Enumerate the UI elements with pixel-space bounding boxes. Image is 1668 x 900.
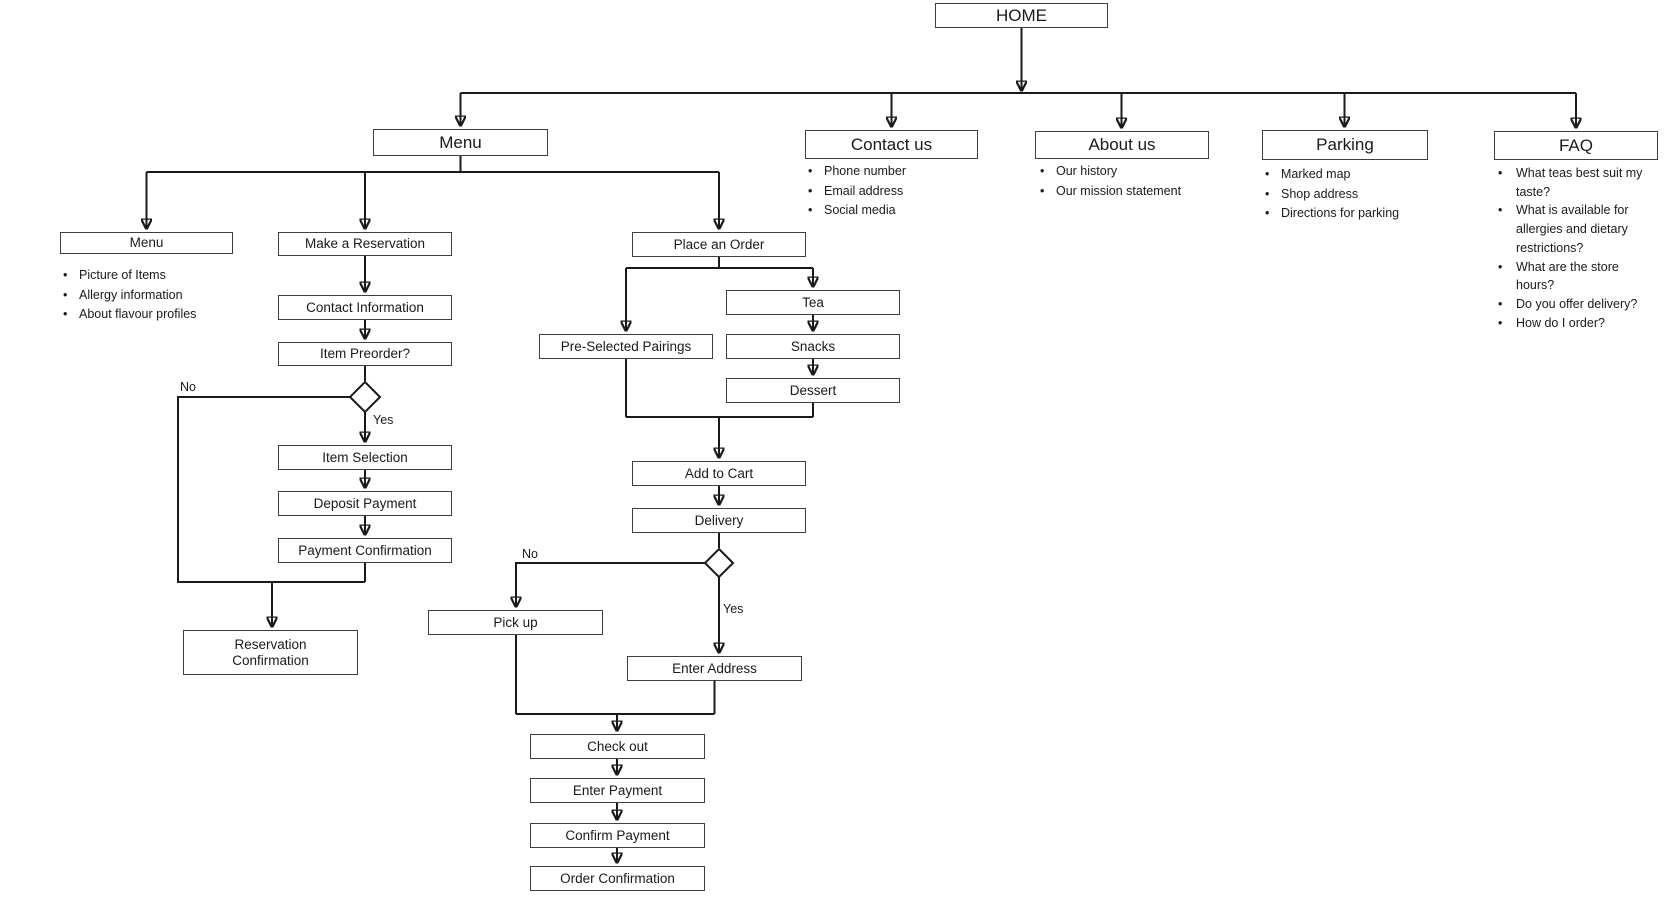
node-pick-up[interactable]: Pick up — [428, 610, 603, 635]
node-place-an-order[interactable]: Place an Order — [632, 232, 806, 257]
bullet-item: Social media — [805, 201, 995, 221]
bullet-item: What is available for allergies and diet… — [1494, 201, 1658, 257]
bullet-item: Picture of Items — [60, 266, 260, 286]
bullet-item: Our mission statement — [1037, 182, 1237, 202]
node-add-to-cart[interactable]: Add to Cart — [632, 461, 806, 486]
bullet-item: What are the store hours? — [1494, 258, 1658, 295]
node-menu[interactable]: Menu — [373, 129, 548, 156]
faq-bullet-list: What teas best suit my taste? What is av… — [1494, 164, 1664, 332]
about-us-bullet-list: Our history Our mission statement — [1037, 162, 1237, 201]
bullet-item: About flavour profiles — [60, 305, 260, 325]
bullet-item: Phone number — [805, 162, 995, 182]
node-label: Reservation Confirmation — [232, 636, 309, 668]
node-payment-confirmation[interactable]: Payment Confirmation — [278, 538, 452, 563]
node-delivery[interactable]: Delivery — [632, 508, 806, 533]
branch-label-yes-delivery: Yes — [723, 602, 744, 616]
bullet-item: Email address — [805, 182, 995, 202]
node-item-preorder[interactable]: Item Preorder? — [278, 342, 452, 366]
bullet-item: Shop address — [1262, 185, 1452, 205]
connector-menu-branch — [147, 156, 720, 228]
connector-home-to-nav — [461, 28, 1577, 127]
node-enter-payment[interactable]: Enter Payment — [530, 778, 705, 803]
node-faq[interactable]: FAQ — [1494, 131, 1658, 160]
menu-bullet-list: Picture of Items Allergy information Abo… — [60, 266, 260, 325]
node-contact-us[interactable]: Contact us — [805, 130, 978, 159]
branch-label-no-preorder: No — [180, 380, 196, 394]
node-make-a-reservation[interactable]: Make a Reservation — [278, 232, 452, 256]
bullet-item: Our history — [1037, 162, 1237, 182]
branch-label-no-delivery: No — [522, 547, 538, 561]
connector-order-flow — [516, 257, 813, 862]
node-tea[interactable]: Tea — [726, 290, 900, 315]
node-pre-selected-pairings[interactable]: Pre-Selected Pairings — [539, 334, 713, 359]
node-reservation-confirmation[interactable]: Reservation Confirmation — [183, 630, 358, 675]
node-check-out[interactable]: Check out — [530, 734, 705, 759]
bullet-item: Allergy information — [60, 286, 260, 306]
node-item-selection[interactable]: Item Selection — [278, 445, 452, 470]
node-home[interactable]: HOME — [935, 3, 1108, 28]
decision-delivery — [703, 547, 735, 579]
node-snacks[interactable]: Snacks — [726, 334, 900, 359]
contact-us-bullet-list: Phone number Email address Social media — [805, 162, 995, 221]
bullet-item: How do I order? — [1494, 314, 1658, 333]
decision-item-preorder — [348, 380, 382, 414]
node-order-confirmation[interactable]: Order Confirmation — [530, 866, 705, 891]
bullet-item: What teas best suit my taste? — [1494, 164, 1658, 201]
node-menu-page[interactable]: Menu — [60, 232, 233, 254]
node-parking[interactable]: Parking — [1262, 130, 1428, 160]
node-enter-address[interactable]: Enter Address — [627, 656, 802, 681]
node-dessert[interactable]: Dessert — [726, 378, 900, 403]
bullet-item: Marked map — [1262, 165, 1452, 185]
node-contact-information[interactable]: Contact Information — [278, 295, 452, 320]
connector-reservation-flow — [177, 256, 382, 626]
node-deposit-payment[interactable]: Deposit Payment — [278, 491, 452, 516]
node-confirm-payment[interactable]: Confirm Payment — [530, 823, 705, 848]
node-about-us[interactable]: About us — [1035, 131, 1209, 159]
bullet-item: Directions for parking — [1262, 204, 1452, 224]
branch-label-yes-preorder: Yes — [373, 413, 394, 427]
bullet-item: Do you offer delivery? — [1494, 295, 1658, 314]
parking-bullet-list: Marked map Shop address Directions for p… — [1262, 165, 1452, 224]
